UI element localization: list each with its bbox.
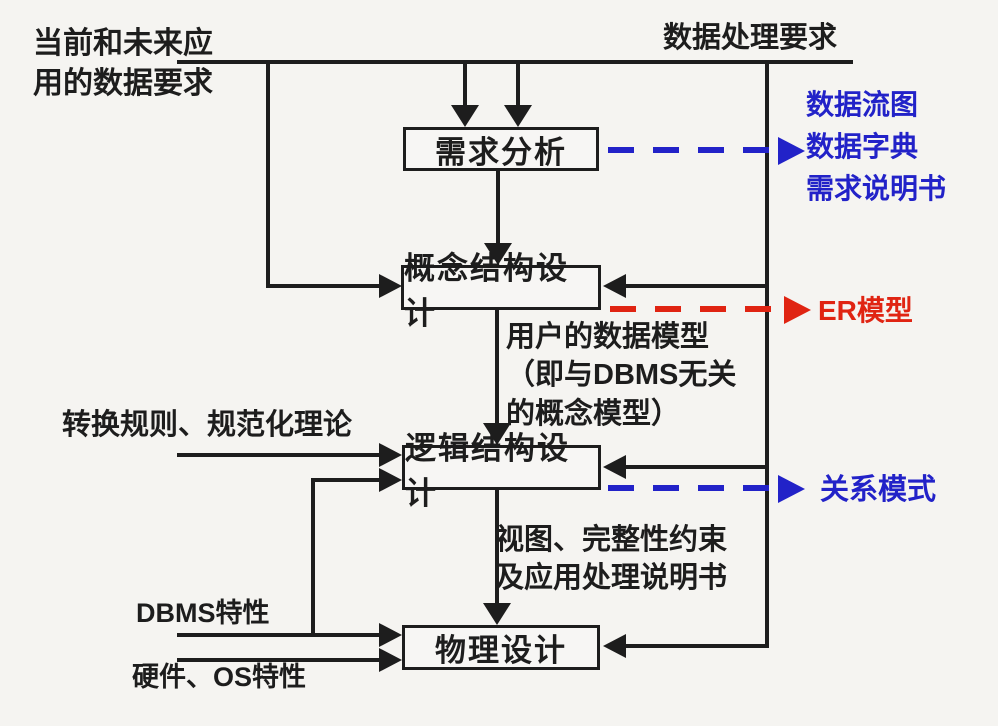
label-data-processing-requirements: 数据处理要求 xyxy=(663,22,838,54)
stage-box-physical-design: 物理设计 xyxy=(402,625,600,670)
arrowhead-hardware-into-physical xyxy=(379,648,402,672)
dashed-arrow-relational-schema xyxy=(608,485,778,491)
connector-dbms-into-logical xyxy=(313,478,380,482)
deliverable-relational-schema: 关系模式 xyxy=(820,474,937,506)
connector-left-riser xyxy=(266,60,270,288)
label-transformation-rules-normalization-theory: 转换规则、规范化理论 xyxy=(62,409,353,441)
arrowhead-into-conceptual-left xyxy=(379,274,402,298)
connector-drop-left-into-requirements xyxy=(463,60,467,106)
connector-drop-right-into-requirements xyxy=(516,60,520,106)
dashed-arrowhead-requirements-deliverables xyxy=(778,137,805,165)
connector-right-riser xyxy=(765,60,769,648)
stage-box-requirements-analysis: 需求分析 xyxy=(403,127,599,171)
arrowhead-into-conceptual-top xyxy=(484,243,512,265)
connector-into-conceptual-right xyxy=(625,284,769,288)
connector-logical-to-physical xyxy=(495,490,499,605)
arrowhead-into-physical-right xyxy=(603,634,626,658)
note-views-integrity-constraints: 视图、完整性约束 及应用处理说明书 xyxy=(495,524,728,595)
note-user-data-model: 用户的数据模型 （即与DBMS无关 的概念模型） xyxy=(506,321,737,430)
label-current-future-data-requirements: 当前和未来应 用的数据要求 xyxy=(33,27,213,100)
connector-requirements-to-conceptual xyxy=(496,171,500,245)
dashed-arrowhead-relational-schema xyxy=(778,475,805,503)
arrowhead-into-logical-right xyxy=(603,455,626,479)
arrowhead-rules-into-logical xyxy=(379,443,402,467)
arrowhead-into-requirements-left xyxy=(451,105,479,127)
connector-top-bus xyxy=(177,60,853,64)
deliverable-er-model: ER模型 xyxy=(818,295,913,326)
connector-into-logical-right xyxy=(625,465,769,469)
connector-conceptual-to-logical xyxy=(495,310,499,425)
label-dbms-features: DBMS特性 xyxy=(136,598,270,628)
connector-dbms-riser xyxy=(311,478,315,637)
arrowhead-into-logical-top xyxy=(483,423,511,445)
arrowhead-into-physical-top xyxy=(483,603,511,625)
connector-hardware-into-physical xyxy=(177,658,380,662)
dashed-arrow-er-model xyxy=(610,306,784,312)
arrowhead-dbms-into-physical xyxy=(379,623,402,647)
connector-rules-into-logical xyxy=(177,453,380,457)
dashed-arrowhead-er-model xyxy=(784,296,811,324)
arrowhead-into-conceptual-right xyxy=(603,274,626,298)
dashed-arrow-requirements-deliverables xyxy=(608,147,778,153)
arrowhead-dbms-into-logical xyxy=(379,468,402,492)
connector-into-physical-right xyxy=(625,644,769,648)
arrowhead-into-requirements-right xyxy=(504,105,532,127)
deliverable-dataflow-dictionary-spec: 数据流图 数据字典 需求说明书 xyxy=(806,89,947,204)
stage-box-conceptual-structure-design: 概念结构设计 xyxy=(401,251,601,331)
label-hardware-os-features: 硬件、OS特性 xyxy=(132,662,307,692)
connector-dbms-into-physical xyxy=(177,633,380,637)
stage-box-logical-structure-design: 逻辑结构设计 xyxy=(402,431,601,511)
connector-into-conceptual-left xyxy=(266,284,382,288)
